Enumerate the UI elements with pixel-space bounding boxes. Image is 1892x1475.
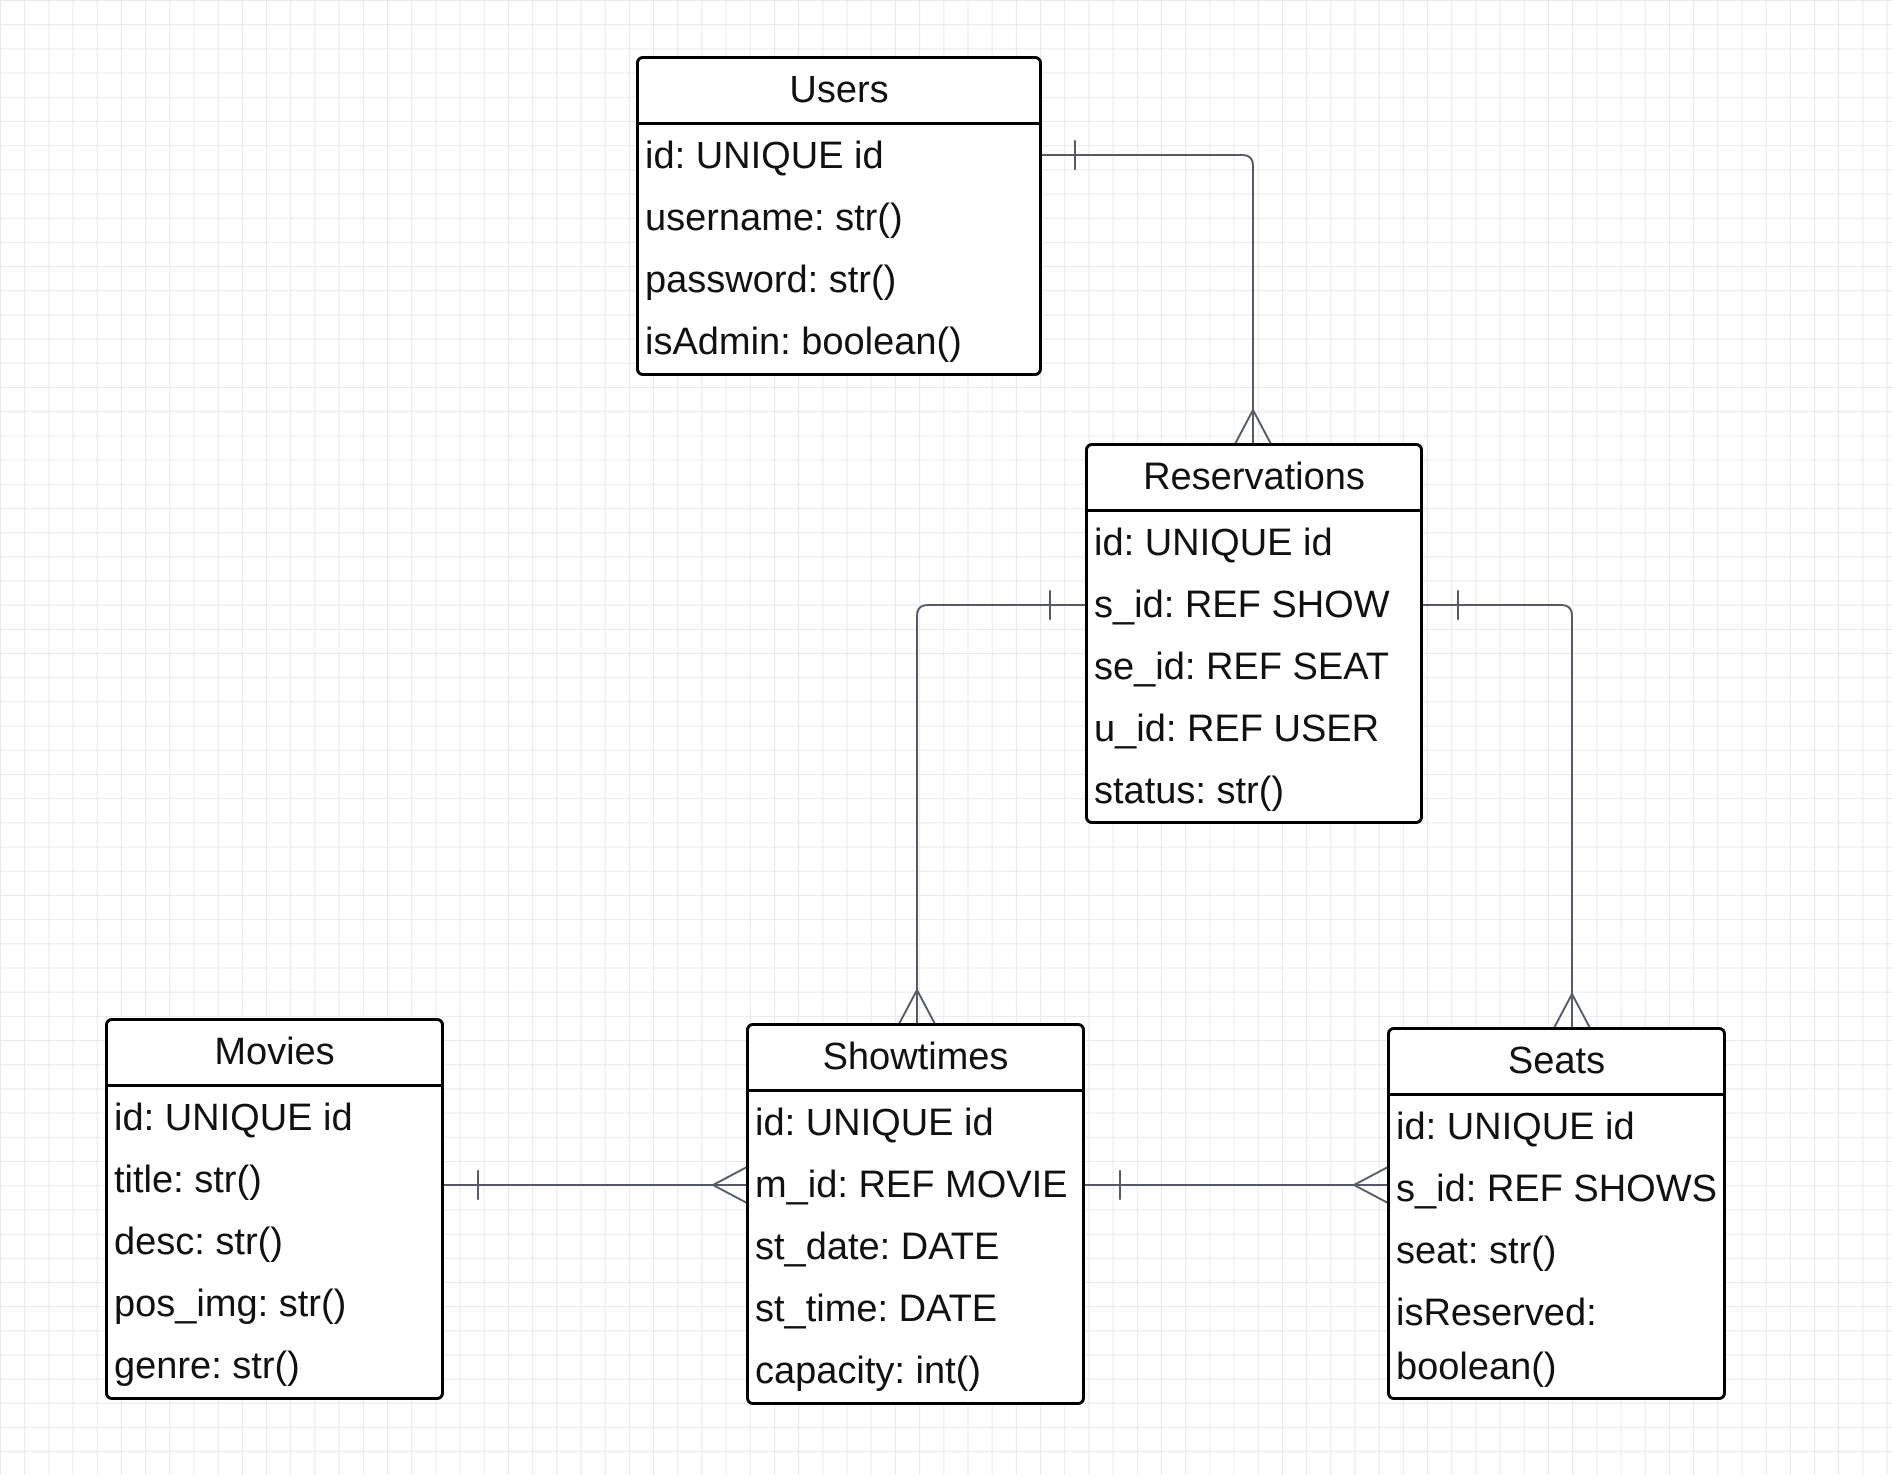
entity-reservations[interactable]: Reservations id: UNIQUE id s_id: REF SHO…: [1085, 443, 1423, 824]
entity-field: id: UNIQUE id: [114, 1097, 353, 1139]
entity-title: Users: [639, 59, 1039, 125]
many-marker: [898, 989, 936, 1025]
relationship-reservations-showtimes[interactable]: [898, 590, 1087, 1025]
entity-field: u_id: REF USER: [1094, 708, 1380, 750]
entity-field: id: UNIQUE id: [755, 1102, 994, 1144]
entity-field: m_id: REF MOVIE: [755, 1164, 1068, 1206]
relationship-users-reservations[interactable]: [1040, 140, 1272, 445]
entity-field-list: id: UNIQUE id m_id: REF MOVIE st_date: D…: [749, 1092, 1082, 1402]
entity-field: title: str(): [114, 1159, 262, 1201]
entity-field: genre: str(): [114, 1345, 300, 1387]
entity-title: Showtimes: [749, 1026, 1082, 1092]
entity-field: s_id: REF SHOW: [1094, 584, 1390, 626]
entity-showtimes[interactable]: Showtimes id: UNIQUE id m_id: REF MOVIE …: [746, 1023, 1085, 1405]
entity-field: capacity: int(): [755, 1350, 981, 1392]
entity-field: desc: str(): [114, 1221, 283, 1263]
entity-seats[interactable]: Seats id: UNIQUE id s_id: REF SHOWS seat…: [1387, 1027, 1726, 1400]
entity-field: id: UNIQUE id: [1094, 522, 1333, 564]
many-marker: [1353, 1166, 1389, 1204]
many-marker: [1234, 409, 1272, 445]
entity-field: status: str(): [1094, 770, 1285, 812]
many-marker: [712, 1166, 748, 1204]
entity-field: s_id: REF SHOWS: [1396, 1168, 1717, 1210]
entity-field: st_date: DATE: [755, 1226, 1000, 1268]
entity-field-list: id: UNIQUE id title: str() desc: str() p…: [108, 1087, 441, 1397]
entity-field: id: UNIQUE id: [1396, 1106, 1635, 1148]
entity-title: Seats: [1390, 1030, 1723, 1096]
entity-movies[interactable]: Movies id: UNIQUE id title: str() desc: …: [105, 1018, 444, 1400]
entity-field: password: str(): [645, 259, 897, 301]
relationship-reservations-seats[interactable]: [1421, 590, 1591, 1029]
entity-field: id: UNIQUE id: [645, 135, 884, 177]
entity-field: isAdmin: boolean(): [645, 321, 962, 363]
entity-field: isReserved: boolean(): [1396, 1292, 1597, 1388]
entity-field-list: id: UNIQUE id s_id: REF SHOWS seat: str(…: [1390, 1096, 1723, 1394]
entity-field: st_time: DATE: [755, 1288, 998, 1330]
entity-field: seat: str(): [1396, 1230, 1557, 1272]
connector-line: [1040, 154, 1254, 445]
many-marker: [1553, 993, 1591, 1029]
entity-field-list: id: UNIQUE id username: str() password: …: [639, 125, 1039, 373]
relationship-showtimes-seats[interactable]: [1083, 1166, 1389, 1204]
entity-field: pos_img: str(): [114, 1283, 347, 1325]
entity-title: Movies: [108, 1021, 441, 1087]
entity-field: username: str(): [645, 197, 903, 239]
connector-line: [916, 604, 1087, 1025]
entity-field-list: id: UNIQUE id s_id: REF SHOW se_id: REF …: [1088, 512, 1420, 822]
connector-line: [1421, 604, 1573, 1029]
entity-users[interactable]: Users id: UNIQUE id username: str() pass…: [636, 56, 1042, 376]
entity-field: se_id: REF SEAT: [1094, 646, 1389, 688]
entity-title: Reservations: [1088, 446, 1420, 512]
relationship-movies-showtimes[interactable]: [442, 1166, 748, 1204]
